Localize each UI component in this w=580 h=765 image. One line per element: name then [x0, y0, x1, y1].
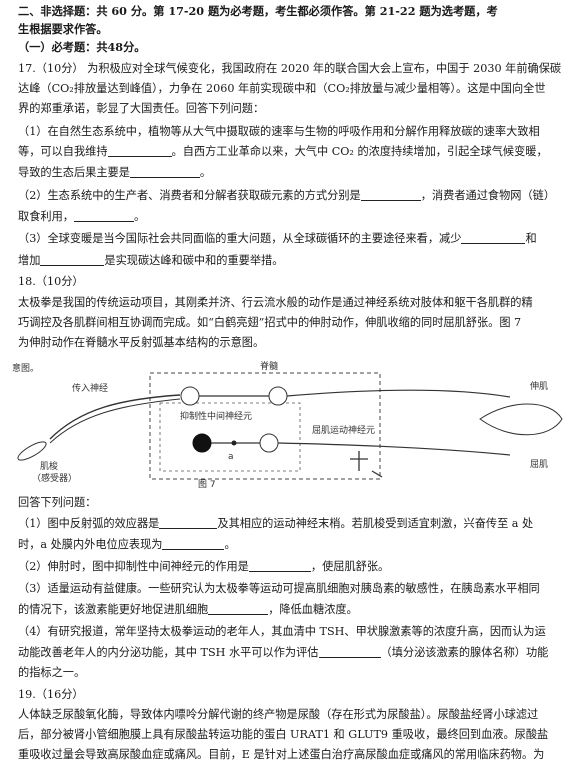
q17-part1-line3: 导致的生态后果主要是。 — [18, 166, 212, 179]
q17-part2-line1: （2）生态系统中的生产者、消费者和分解者获取碳元素的方式分别是，消费者通过食物网… — [18, 189, 556, 202]
q17-part3-line2: 增加是实现碳达峰和碳中和的重要举措。 — [18, 254, 284, 267]
answer-blank[interactable] — [162, 539, 225, 550]
q18-stem-line2: 巧调控及各肌群间相互协调而完成。如“白鹤亮翅”招式中的伸肘动作，伸肌收缩的同时屈… — [18, 316, 522, 329]
q18-part1-line2: 时，a 处膜内外电位应表现为。 — [18, 538, 236, 551]
figure-caption: 图 7 — [198, 479, 216, 489]
q18-stem-line3: 为伸肘动作在脊髓水平反射弧基本结构的示意图。 — [18, 336, 265, 349]
q17-part2-line2: 取食利用，。 — [18, 210, 146, 223]
q17-stem-line2: 达峰（CO₂排放量达到峰值），力争在 2060 年前实现碳中和（CO₂排放量与减… — [18, 82, 546, 95]
extensor-label: 伸肌 — [530, 380, 548, 392]
extensor-efferent-path — [286, 389, 511, 398]
answer-blank[interactable] — [318, 647, 381, 658]
figure-corner-text: 意图。 — [12, 362, 39, 374]
q17-stem-line1: 17.（10分） 为积极应对全球气候变化，我国政府在 2020 年的联合国大会上… — [18, 62, 562, 75]
answer-blank[interactable] — [159, 518, 218, 529]
q19-stem-line1: 人体缺乏尿酸氧化酶，导致体内嘌呤分解代谢的终产物是尿酸（存在形式为尿酸盐）。尿酸… — [18, 708, 539, 721]
q17-part1-line2: 等，可以自我维持。自西方工业革命以来，大气中 CO₂ 的浓度持续增加，引起全球气… — [18, 145, 548, 158]
q18-stem-line1: 太极拳是我国的传统运动项目，其刚柔并济、行云流水般的动作是通过神经系统对肢体和躯… — [18, 296, 533, 309]
q18-part4-line3: 的指标之一。 — [18, 666, 86, 679]
answer-blank[interactable] — [248, 561, 311, 572]
q18-part3-line1: （3）适量运动有益健康。一些研究认为太极拳等运动可提高肌细胞对胰岛素的敏感性，在… — [18, 582, 540, 595]
inhibitory-interneuron-label: 抑制性中间神经元 — [180, 410, 252, 422]
receptor-sublabel: （感受器） — [32, 472, 77, 484]
section-header-line1: 二、非选择题：共 60 分。第 17-20 题为必考题，考生都必须作答。第 21… — [18, 4, 498, 18]
q18-part4-line2: 动能改善老年人的内分泌功能，其中 TSH 水平可以作为评估（填分泌该激素的腺体名… — [18, 646, 549, 659]
answer-blank[interactable] — [129, 167, 200, 178]
q18-part1-line1: （1）图中反射弧的效应器是及其相应的运动神经末梢。若肌梭受到适宜刺激，兴奋传至 … — [18, 517, 534, 530]
q18-number: 18.（10分） — [18, 275, 84, 288]
answer-blank[interactable] — [461, 233, 526, 244]
receptor-label: 肌梭 — [40, 460, 58, 472]
sensory-neuron-body — [180, 386, 200, 406]
q17-stem-line3: 界的郑重承诺，彰显了大国责任。回答下列问题： — [18, 102, 265, 115]
q17-part1-line1: （1）在自然生态系统中，植物等从大气中摄取碳的速率与生物的呼吸作用和分解作用释放… — [18, 125, 540, 138]
point-a-marker — [231, 440, 237, 446]
flexor-label: 屈肌 — [530, 459, 548, 470]
flexor-efferent-path — [277, 442, 511, 456]
q19-stem-line3: 重吸收过量会导致高尿酸血症或痛风。目前，E 是针对上述蛋白治疗高尿酸血症或痛风的… — [18, 748, 545, 761]
spinal-cord-label: 脊髓 — [260, 360, 278, 372]
handwritten-mark — [350, 451, 383, 478]
q19-stem-line2: 后，部分被肾小管细胞膜上具有尿酸盐转运功能的蛋白 URAT1 和 GLUT9 重… — [18, 728, 549, 741]
inhibitory-interneuron-body — [192, 433, 212, 453]
flexor-motor-neuron-label: 屈肌运动神经元 — [312, 424, 375, 436]
extensor-muscle-shape — [479, 403, 563, 436]
point-a-label: a — [228, 452, 234, 462]
q18-part2: （2）伸肘时，图中抑制性中间神经元的作用是，使屈肌舒张。 — [18, 560, 390, 573]
answer-blank[interactable] — [73, 211, 134, 222]
afferent-nerve-path-outline — [49, 398, 181, 444]
required-section-heading: （一）必考题：共48分。 — [18, 40, 146, 54]
q18-ask: 回答下列问题： — [18, 496, 97, 509]
q17-part3-line1: （3）全球变暖是当今国际社会共同面临的重大问题，从全球碳循环的主要途径来看，减少… — [18, 232, 537, 245]
answer-blank[interactable] — [208, 604, 269, 615]
figure-7-reflex-arc: 意图。 脊髓 传入神经 肌梭 （感受器） 抑制性中间神经元 a — [10, 359, 570, 490]
q19-number: 19.（16分） — [18, 688, 84, 701]
extensor-motor-neuron-body — [268, 386, 288, 406]
afferent-nerve-label: 传入神经 — [72, 382, 108, 394]
section-header-line2: 生根据要求作答。 — [18, 22, 108, 36]
answer-blank[interactable] — [107, 146, 172, 157]
answer-blank[interactable] — [360, 190, 421, 201]
reflex-arc-diagram: 意图。 脊髓 传入神经 肌梭 （感受器） 抑制性中间神经元 a — [12, 360, 563, 490]
afferent-nerve-path — [49, 394, 181, 440]
spinal-cord-region — [149, 372, 381, 480]
flexor-motor-neuron-body — [259, 433, 279, 453]
muscle-spindle-receptor — [17, 441, 47, 461]
interneuron-region — [159, 402, 301, 472]
q18-part3-line2: 的情况下，该激素能更好地促进肌细胞，降低血糖浓度。 — [18, 603, 358, 616]
q18-part4-line1: （4）有研究报道，常年坚持太极拳运动的老年人，其血清中 TSH、甲状腺激素等的浓… — [18, 625, 546, 638]
answer-blank[interactable] — [40, 255, 105, 266]
